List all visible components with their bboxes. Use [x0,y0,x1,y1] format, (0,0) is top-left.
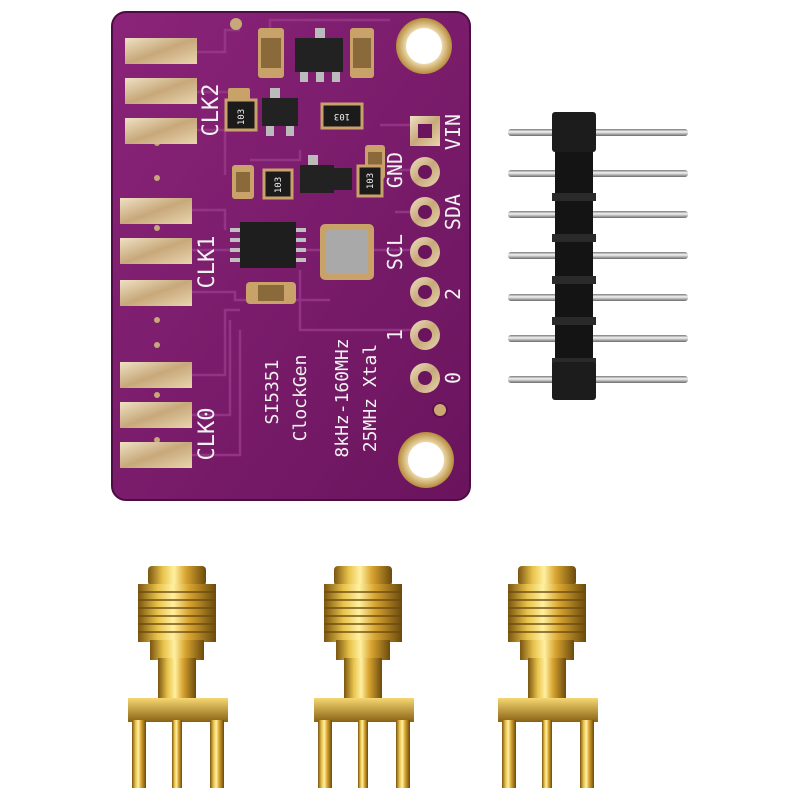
resistor-r4: 103 [356,164,384,198]
resistor-code-label: 103 [237,109,247,125]
si5351-ic [230,222,306,268]
model-label: SI5351 [262,359,283,424]
fiducial-mark [432,402,448,418]
pin-label-0: 0 [441,372,465,384]
sma-connector-3 [498,566,598,788]
pin-label-vin: VIN [441,114,465,150]
mounting-hole-bottom [398,432,454,488]
pin-label-scl: SCL [383,234,407,270]
resistor-r3: 103 [262,168,294,200]
resistor-code-label: 103 [274,177,284,193]
pin-label-sda: SDA [441,194,465,230]
resistor-code-label: 103 [334,111,350,121]
clk2-label: CLK2 [199,84,224,137]
header-plastic-body [552,112,596,400]
pcb-vias [154,18,242,443]
board-header-pads [410,116,440,393]
pin-label-1: 1 [383,329,407,341]
header-pins [508,129,688,383]
frequency-range-label: 8kHz-160MHz [332,338,353,457]
pin-label-2: 2 [441,288,465,300]
resistor-code-label: 103 [366,173,376,189]
resistor-r2: 103 [320,102,364,130]
clk1-label: CLK1 [195,236,220,289]
resistor-r1: 103 [224,98,258,132]
sma-edge-pads [120,38,197,468]
pin-header-7pin [508,112,688,400]
product-name-label: ClockGen [290,355,311,442]
mounting-hole-top [396,18,452,74]
crystal-label: 25MHz Xtal [360,344,381,452]
si5351-breakout-board: 103 103 103 103 [111,11,471,501]
pin-label-gnd: GND [383,152,407,188]
clk0-label: CLK0 [195,408,220,461]
sma-connector-2 [314,566,414,788]
sma-connector-1 [128,566,228,788]
